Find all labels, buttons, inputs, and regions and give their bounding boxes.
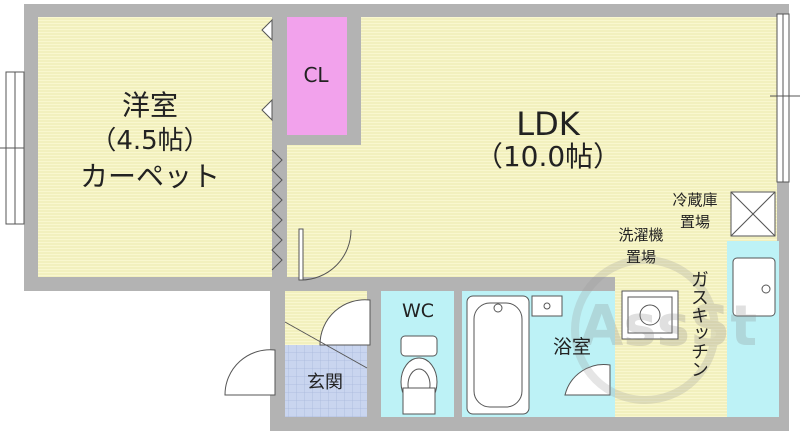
svg-text:AssSt: AssSt xyxy=(580,294,757,359)
kitchen-label: ガスキッチン xyxy=(687,270,709,378)
closet-doors xyxy=(261,18,283,271)
hallway xyxy=(287,145,361,277)
fridge-label-line2: 置場 xyxy=(679,213,711,231)
entrance-step xyxy=(284,321,368,369)
window-east xyxy=(770,13,800,183)
bathtub-icon xyxy=(466,295,563,415)
western-room-name: 洋室 xyxy=(121,89,179,122)
room-western xyxy=(38,17,272,277)
wc-label: WC xyxy=(401,300,435,322)
bath-label: 浴室 xyxy=(552,336,592,358)
door-swings xyxy=(224,228,611,396)
western-room-size: （4.5帖） xyxy=(90,126,210,156)
entrance-label: 玄関 xyxy=(307,372,343,393)
fridge-space-icon xyxy=(730,191,776,237)
washer-space-icon xyxy=(621,290,679,340)
fridge-label-line1: 冷蔵庫 xyxy=(672,191,718,209)
exterior-area xyxy=(0,291,270,431)
room-closet xyxy=(287,17,347,135)
western-room-floor: カーペット xyxy=(79,160,221,193)
window-west xyxy=(0,71,25,225)
washer-label-line1: 洗濯機 xyxy=(618,226,664,244)
watermark-logo: AssSt xyxy=(571,256,757,404)
ldk-room-size: （10.0帖） xyxy=(474,140,622,173)
room-ldk xyxy=(361,17,777,277)
closet-label: CL xyxy=(303,63,329,87)
ldk-room-name: LDK xyxy=(516,105,580,143)
sink-icon xyxy=(732,257,776,317)
room-entrance xyxy=(285,345,367,417)
toilet-icon xyxy=(400,335,438,415)
washer-label-line2: 置場 xyxy=(625,248,657,266)
